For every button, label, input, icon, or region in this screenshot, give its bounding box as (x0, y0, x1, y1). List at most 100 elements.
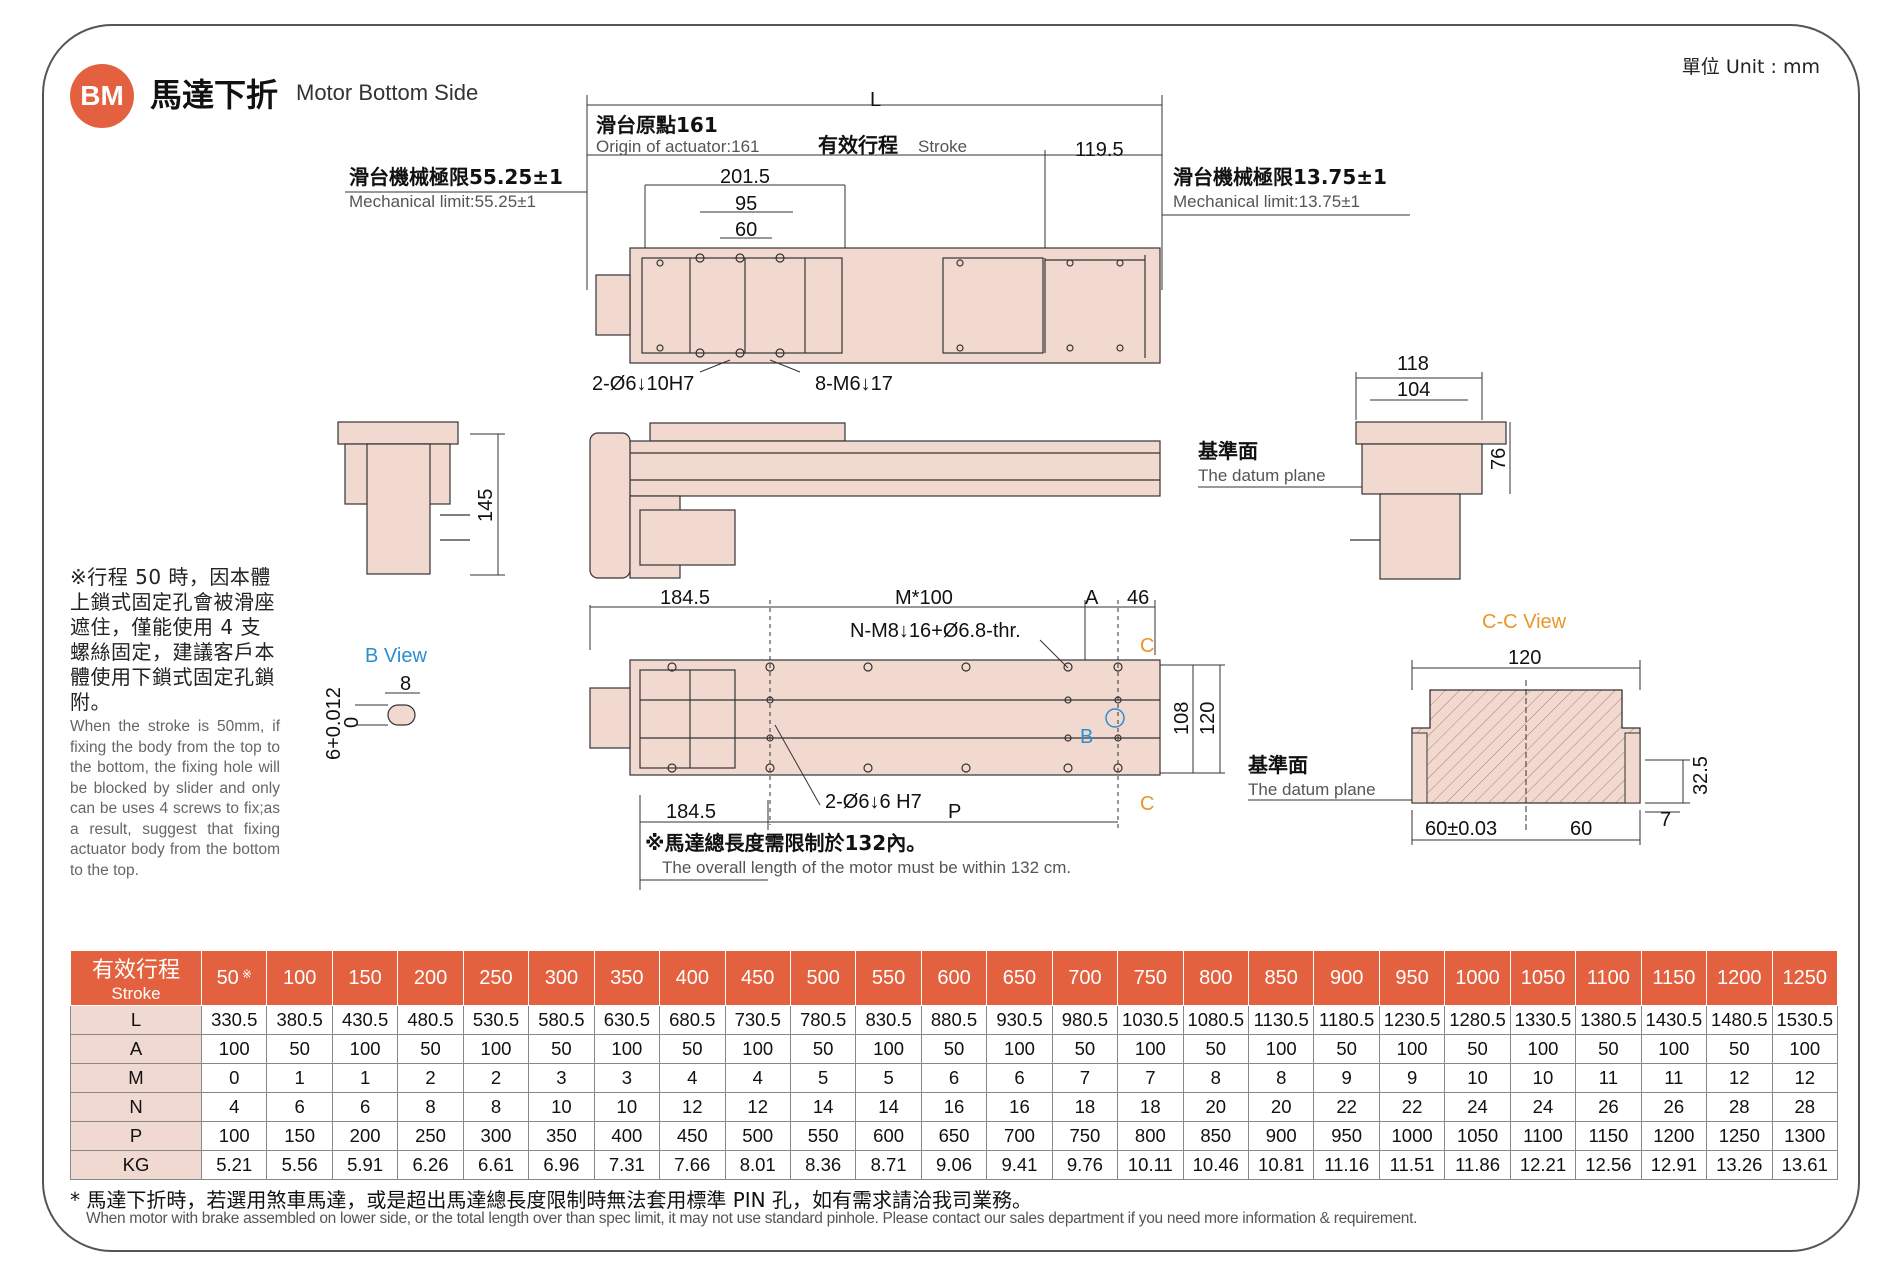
table-cell: 10.11 (1117, 1150, 1184, 1180)
stroke-value: 1100 (1586, 966, 1630, 989)
table-cell: 13.61 (1771, 1150, 1838, 1180)
stroke-column-header: 1100 (1575, 950, 1642, 1006)
top-view-holes (656, 253, 1124, 358)
stroke-note-mark: ※ (241, 966, 252, 981)
stroke-value: 800 (1199, 966, 1233, 989)
table-cell: 50 (1313, 1034, 1380, 1064)
unit-label: 單位 Unit : mm (1681, 56, 1820, 78)
stroke-column-header: 400 (659, 950, 726, 1006)
table-cell: 22 (1313, 1092, 1380, 1122)
table-cell: 0 (200, 1063, 268, 1093)
stroke-header-cn: 有效行程 (91, 958, 180, 983)
stroke-column-header: 1050 (1509, 950, 1577, 1006)
table-cell: 10 (1444, 1063, 1511, 1093)
mount-hole (863, 662, 873, 672)
stroke-column-header: 1200 (1706, 950, 1773, 1006)
dim-7: 7 (1660, 809, 1671, 831)
right-side-view (1350, 421, 1507, 580)
mount-hole (1063, 662, 1073, 672)
table-cell: 1300 (1771, 1121, 1838, 1151)
label-mech-right-en: Mechanical limit:13.75±1 (1173, 192, 1360, 211)
dim-104: 104 (1397, 379, 1430, 401)
stroke-column-header: 950 (1378, 950, 1446, 1006)
table-cell: 6.96 (528, 1150, 595, 1180)
mount-hole (956, 344, 964, 352)
mount-hole (656, 259, 664, 267)
stroke-value: 1200 (1717, 966, 1762, 989)
mount-hole (735, 253, 745, 263)
table-cell: 8.36 (789, 1150, 857, 1180)
table-cell: 550 (789, 1121, 857, 1151)
table-cell: 10 (1509, 1063, 1577, 1093)
technical-drawing: L 滑台原點161 Origin of actuator:161 有效行程 St… (323, 89, 1712, 890)
table-cell: 10.81 (1247, 1150, 1315, 1180)
row-label: P (70, 1121, 202, 1151)
stroke-column-header: 300 (528, 950, 595, 1006)
table-cell: 5 (855, 1063, 922, 1093)
left-side-view (337, 421, 470, 575)
table-cell: 8.71 (855, 1150, 922, 1180)
mount-hole (1116, 344, 1124, 352)
table-cell: 250 (397, 1121, 464, 1151)
table-cell: 8 (397, 1092, 464, 1122)
table-cell: 1230.5 (1378, 1005, 1446, 1035)
stroke-column-header: 350 (593, 950, 661, 1006)
stroke-column-header: 800 (1182, 950, 1250, 1006)
table-cell: 10 (593, 1092, 661, 1122)
table-cell: 22 (1378, 1092, 1446, 1122)
footer-note-cn: * 馬達下折時，若選用煞車馬達，或是超出馬達總長度限制時無法套用標準 PIN 孔… (70, 1188, 1032, 1212)
table-cell: 26 (1640, 1092, 1708, 1122)
mount-hole (775, 253, 785, 263)
table-cell: 700 (986, 1121, 1053, 1151)
motor-note-cn: ※馬達總長度需限制於132內。 (645, 831, 926, 855)
table-cell: 6 (266, 1092, 333, 1122)
table-cell: 20 (1247, 1092, 1315, 1122)
table-cell: 680.5 (659, 1005, 726, 1035)
table-cell: 1480.5 (1706, 1005, 1773, 1035)
table-cell: 5 (789, 1063, 857, 1093)
dim-119-5: 119.5 (1075, 139, 1124, 161)
table-cell: 12.21 (1509, 1150, 1577, 1180)
stroke-value: 450 (741, 966, 775, 989)
mount-hole (695, 348, 705, 358)
motor-note-en: The overall length of the motor must be … (662, 858, 1071, 877)
table-cell: 8 (1182, 1063, 1250, 1093)
label-mech-left-en: Mechanical limit:55.25±1 (349, 192, 536, 211)
stroke-column-header: 850 (1247, 950, 1315, 1006)
note-cn: ※行程 50 時，因本體上鎖式固定孔會被滑座遮住，僅能使用 4 支螺絲固定，建議… (70, 565, 275, 714)
table-cell: 50 (397, 1034, 464, 1064)
table-cell: 18 (1051, 1092, 1119, 1122)
stroke-column-header: 250 (462, 950, 530, 1006)
stroke-column-header: 900 (1313, 950, 1380, 1006)
table-cell: 100 (200, 1034, 268, 1064)
table-cell: 4 (659, 1063, 726, 1093)
mount-hole (735, 348, 745, 358)
dim-95: 95 (735, 193, 757, 215)
dim-tolerance: 6+0.012 (323, 687, 345, 760)
table-cell: 9.06 (920, 1150, 988, 1180)
stroke-column-header: 1250 (1771, 950, 1838, 1006)
table-cell: 9 (1313, 1063, 1380, 1093)
stroke-column-header: 150 (331, 950, 399, 1006)
table-cell: 350 (528, 1121, 595, 1151)
stroke-value: 1000 (1455, 966, 1500, 989)
table-cell: 580.5 (528, 1005, 595, 1035)
table-cell: 1150 (1575, 1121, 1642, 1151)
table-cell: 500 (724, 1121, 791, 1151)
table-cell: 800 (1117, 1121, 1184, 1151)
table-cell: 50 (789, 1034, 857, 1064)
dim-8: 8 (400, 673, 411, 695)
front-view (589, 422, 1161, 579)
stroke-column-header: 1150 (1640, 950, 1708, 1006)
stroke-column-header: 1000 (1444, 950, 1511, 1006)
table-cell: 100 (1247, 1034, 1315, 1064)
label-stroke-en: Stroke (918, 137, 967, 156)
table-cell: 100 (1378, 1034, 1446, 1064)
table-cell: 2 (462, 1063, 530, 1093)
table-cell: 150 (266, 1121, 333, 1151)
dim-60-tolerance: 60±0.03 (1425, 818, 1497, 840)
dim-L: L (870, 89, 881, 111)
table-cell: 1100 (1509, 1121, 1577, 1151)
label-datum-en-bottom: The datum plane (1248, 780, 1376, 799)
